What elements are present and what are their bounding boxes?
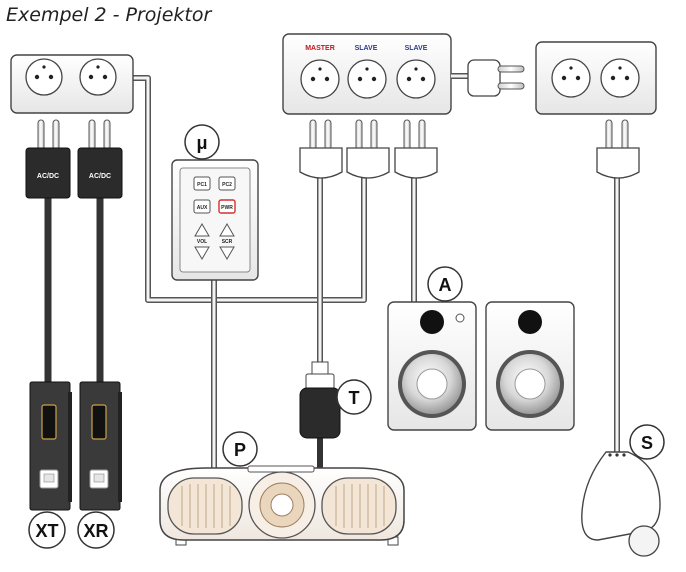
svg-text:A: A	[439, 275, 452, 295]
callout-remote: μ	[184, 124, 220, 160]
callout-speakers: A	[427, 266, 463, 302]
svg-text:PWR: PWR	[221, 205, 233, 211]
power-strip-plug	[451, 59, 525, 97]
svg-text:T: T	[349, 388, 360, 408]
remote-key-pc1: PC1	[193, 176, 211, 191]
right-double-outlet	[535, 41, 657, 115]
svg-text:SCR: SCR	[222, 239, 233, 245]
svg-text:PC1: PC1	[197, 182, 207, 188]
svg-text:VOL: VOL	[197, 239, 207, 245]
volume-keys: VOL	[194, 223, 210, 260]
socket	[551, 58, 591, 98]
plug-slave-1	[346, 119, 390, 179]
hdmi-receiver	[79, 381, 122, 511]
svg-text:AUX: AUX	[197, 205, 208, 211]
cables	[44, 75, 620, 471]
remote-key-aux: AUX	[193, 199, 211, 214]
socket	[300, 59, 340, 99]
svg-text:XT: XT	[35, 521, 58, 541]
socket	[25, 58, 63, 96]
adapter-label: AC/DC	[37, 173, 59, 180]
plug-screen	[596, 119, 640, 179]
projector	[159, 465, 405, 546]
socket	[600, 58, 640, 98]
callout-screen: S	[629, 424, 665, 460]
slave-label-1: SLAVE	[355, 45, 378, 52]
master-label: MASTER	[305, 45, 335, 52]
slave-label-2: SLAVE	[405, 45, 428, 52]
speaker-left	[387, 301, 477, 431]
socket	[396, 59, 436, 99]
remote-control: PC1 PC2 AUX PWR VOL SCR	[171, 159, 259, 281]
ac-dc-adapter-xr: AC/DC	[77, 119, 123, 199]
hdmi-transmitter	[29, 381, 72, 511]
plug-master	[299, 119, 343, 179]
svg-text:μ: μ	[196, 133, 207, 153]
callout-projector: P	[222, 431, 258, 467]
svg-text:PC2: PC2	[222, 182, 232, 188]
svg-text:P: P	[234, 440, 246, 460]
diagram-title: Exempel 2 - Projektor	[6, 4, 212, 26]
transformer	[299, 361, 341, 439]
socket	[79, 58, 117, 96]
plug-slave-2	[394, 119, 438, 179]
remote-key-pc2: PC2	[218, 176, 236, 191]
screen-keys: SCR	[219, 223, 235, 260]
speaker-right	[485, 301, 575, 431]
projector-vent-right	[321, 477, 397, 535]
remote-key-pwr: PWR	[218, 199, 236, 214]
svg-text:XR: XR	[83, 521, 108, 541]
callout-receiver: XR	[77, 511, 115, 549]
left-double-outlet	[10, 54, 134, 114]
svg-text:S: S	[641, 433, 653, 453]
master-slave-power-strip: MASTER SLAVE SLAVE	[282, 33, 452, 115]
projector-lens	[248, 471, 316, 539]
socket	[347, 59, 387, 99]
projector-vent-left	[167, 477, 243, 535]
adapter-label: AC/DC	[89, 173, 111, 180]
callout-transformer: T	[336, 379, 372, 415]
ac-dc-adapter-xt: AC/DC	[25, 119, 71, 199]
callout-transmitter: XT	[28, 511, 66, 549]
projection-screen-motor	[581, 451, 661, 557]
